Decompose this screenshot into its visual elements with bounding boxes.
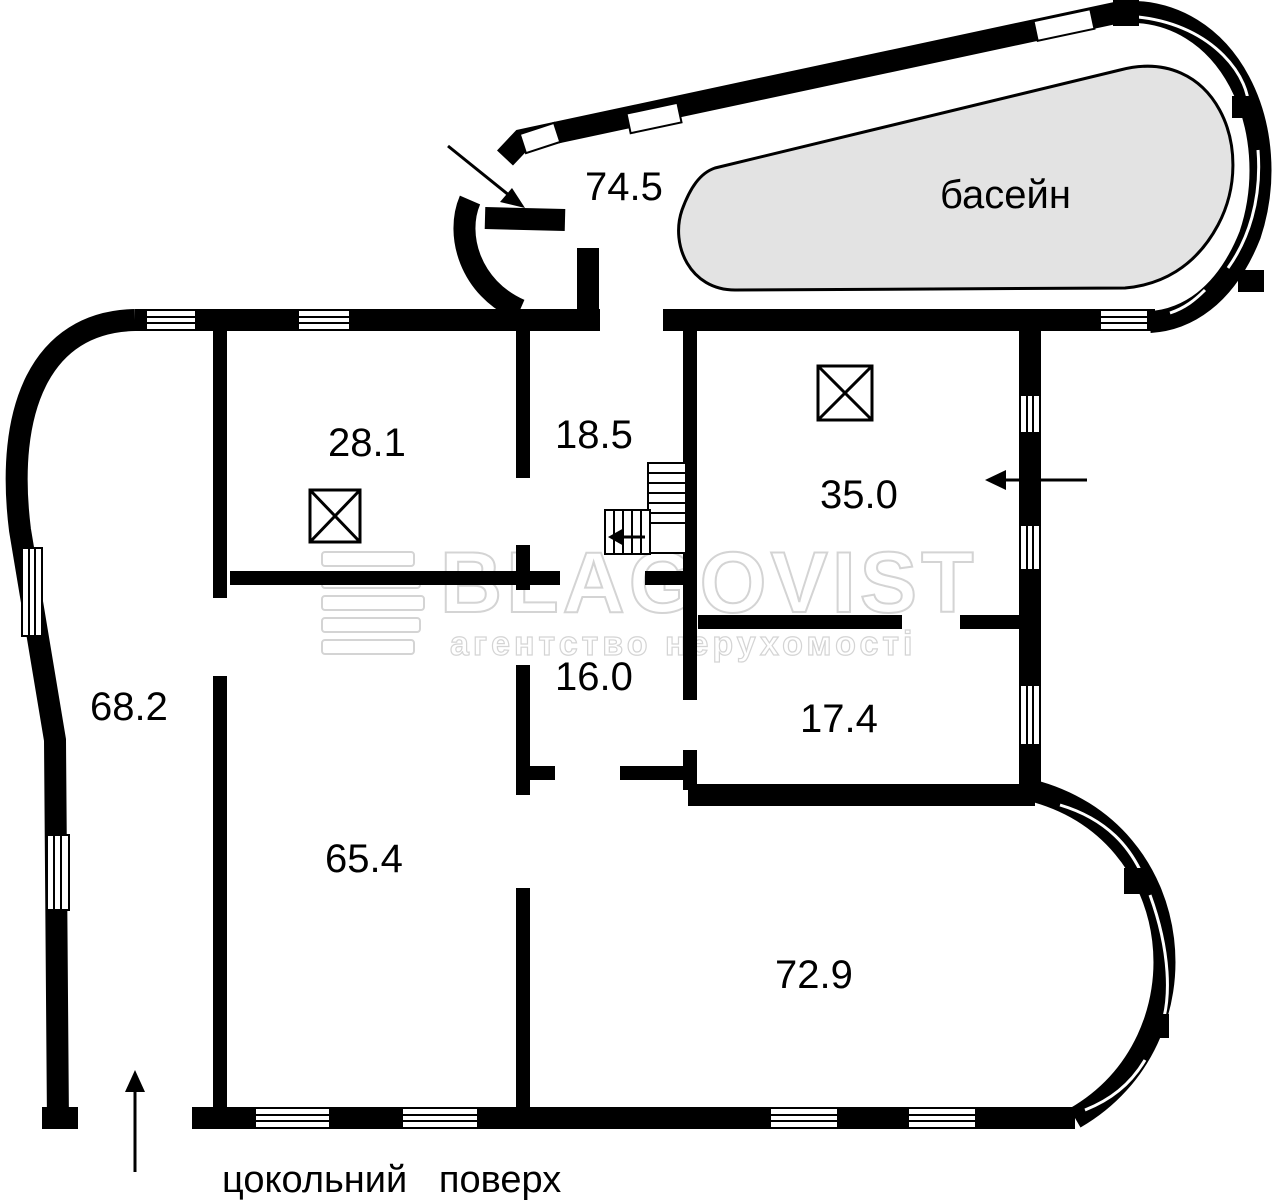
watermark-logo-icon <box>321 551 425 655</box>
pool <box>677 64 1235 292</box>
floor-caption: цокольний поверх <box>222 1159 561 1200</box>
room-area-corridor: 16.0 <box>555 655 633 699</box>
room-area-ne: 35.0 <box>820 473 898 517</box>
room-area-east-small: 17.4 <box>800 697 878 741</box>
vent-shaft-icon <box>308 488 362 544</box>
room-area-west-corridor: 68.2 <box>90 685 168 729</box>
room-area-se: 72.9 <box>775 953 853 997</box>
stair-arrow-icon <box>608 528 645 546</box>
watermark-tagline: агентство нерухомості <box>450 625 916 663</box>
room-area-pool-area: 74.5 <box>585 165 663 209</box>
entry-arrow-icon <box>985 470 1087 490</box>
entry-arrow-icon <box>447 144 525 208</box>
interior-walls <box>213 330 1030 1112</box>
windows <box>21 8 1149 1129</box>
entry-arrow-icon <box>125 1070 145 1172</box>
pool-label: басейн <box>940 173 1071 217</box>
room-area-nw: 28.1 <box>328 421 406 465</box>
staircase-icon <box>604 462 687 555</box>
room-area-hall: 18.5 <box>555 413 633 457</box>
room-area-sw: 65.4 <box>325 837 403 881</box>
vent-shaft-icon <box>816 364 874 422</box>
